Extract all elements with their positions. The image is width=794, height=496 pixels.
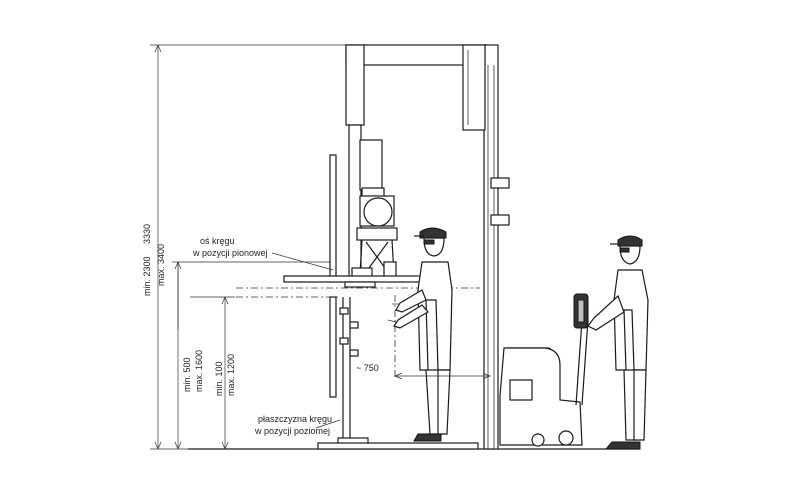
work-platform bbox=[283, 275, 479, 450]
surface-callout-line2: w pozycji poziomej bbox=[254, 426, 330, 436]
axis-callout-line1: oś kręgu bbox=[200, 236, 235, 246]
reach-dimension-label: ~ 750 bbox=[356, 363, 379, 373]
surface-callout-leader bbox=[315, 419, 341, 429]
surface-height-dimension bbox=[190, 296, 235, 450]
surface-height-max-label: max. 1200 bbox=[226, 354, 236, 396]
machine-frame bbox=[345, 44, 510, 450]
total-height-min-label: min. 2300 bbox=[142, 256, 152, 296]
reach-dimension bbox=[394, 372, 491, 380]
axis-height-max-label: max. 1600 bbox=[194, 350, 204, 392]
total-height-dimension bbox=[150, 44, 350, 450]
axis-height-min-label: min. 500 bbox=[182, 357, 192, 392]
surface-callout-line1: płaszczyzna kręgu bbox=[258, 414, 332, 424]
truck-operator-figure bbox=[587, 235, 649, 450]
operator-figure bbox=[387, 227, 453, 442]
total-height-max-label: max. 3400 bbox=[156, 244, 166, 286]
axis-callout-leader bbox=[271, 252, 334, 271]
drive-assembly bbox=[329, 124, 398, 398]
total-height-value-label: 3330 bbox=[142, 224, 152, 244]
surface-height-min-label: min. 100 bbox=[214, 361, 224, 396]
pallet-truck bbox=[499, 293, 589, 447]
axis-callout-line2: w pozycji pionowej bbox=[192, 248, 268, 258]
